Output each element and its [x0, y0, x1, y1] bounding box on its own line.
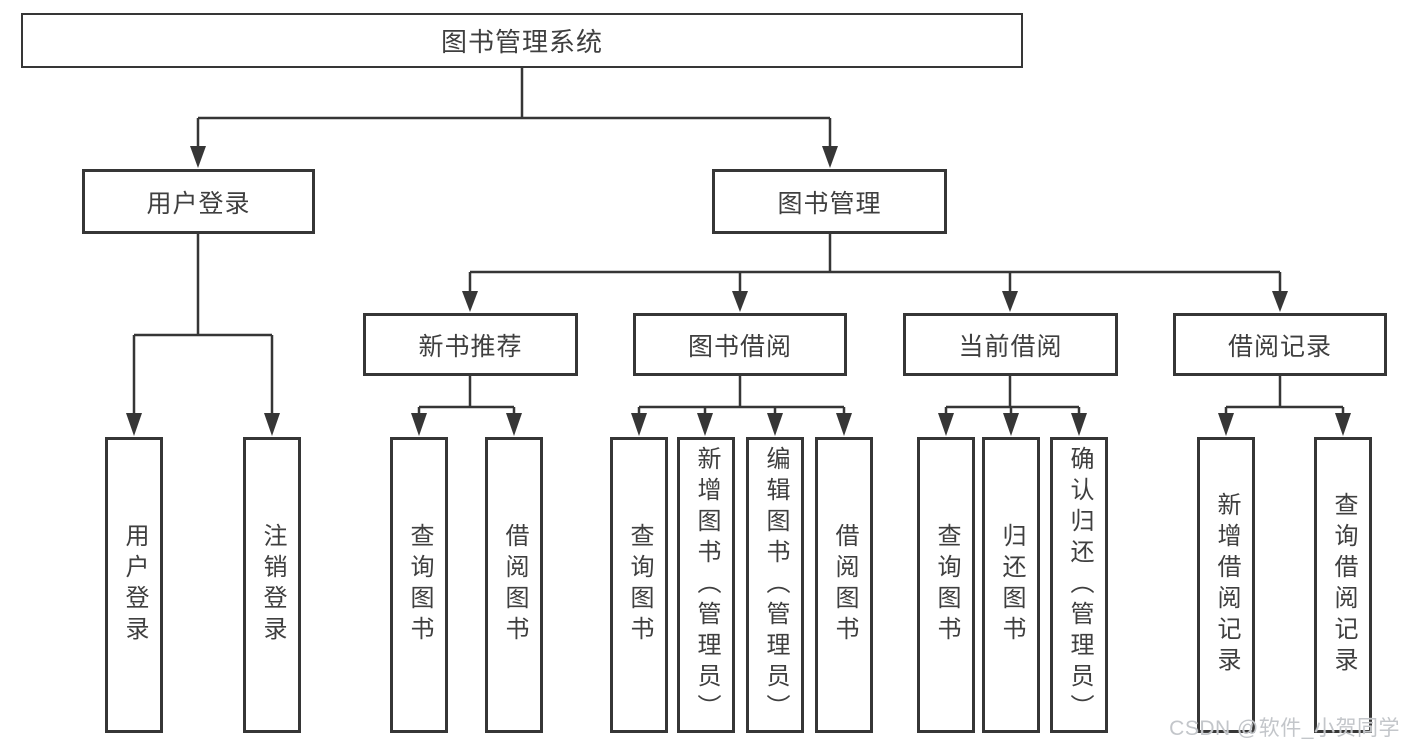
leaf-query-borrow-record: 查询借阅记录: [1314, 437, 1372, 733]
leaf-label: 新增借阅记录: [1213, 492, 1240, 678]
leaf-query-books-recommend: 查询图书: [390, 437, 448, 733]
leaf-add-books-admin: 新增图书（管理员）: [677, 437, 735, 733]
node-label: 当前借阅: [958, 332, 1063, 361]
leaf-query-books-current: 查询图书: [917, 437, 975, 733]
node-label: 图书管理: [777, 189, 882, 218]
leaf-edit-books-admin: 编辑图书（管理员）: [746, 437, 804, 733]
leaf-borrow-books: 借阅图书: [815, 437, 873, 733]
leaf-label: 新增图书（管理员）: [693, 445, 720, 725]
node-user-login: 用户登录: [82, 169, 315, 234]
node-book-management: 图书管理: [712, 169, 947, 234]
leaf-label: 查询借阅记录: [1330, 492, 1357, 678]
node-book-borrow: 图书借阅: [633, 313, 847, 376]
leaf-label: 用户登录: [121, 523, 148, 647]
node-label: 图书借阅: [687, 332, 792, 361]
node-library-management-system: 图书管理系统: [21, 13, 1023, 68]
leaf-label: 注销登录: [259, 523, 286, 647]
node-label: 新书推荐: [418, 332, 523, 361]
node-label: 借阅记录: [1227, 332, 1332, 361]
leaf-label: 借阅图书: [831, 523, 858, 647]
leaf-label: 查询图书: [626, 523, 653, 647]
node-label: 图书管理系统: [440, 27, 603, 57]
leaf-label: 查询图书: [933, 523, 960, 647]
csdn-watermark: CSDN @软件_小贺同学: [1169, 717, 1400, 740]
node-current-borrow: 当前借阅: [903, 313, 1118, 376]
node-label: 用户登录: [146, 189, 251, 218]
leaf-borrow-books-recommend: 借阅图书: [485, 437, 543, 733]
arrowheads: [126, 146, 1351, 436]
leaf-label: 归还图书: [998, 523, 1025, 647]
leaf-label: 借阅图书: [501, 523, 528, 647]
leaf-query-books-borrow: 查询图书: [610, 437, 668, 733]
leaf-logout: 注销登录: [243, 437, 301, 733]
leaf-return-books: 归还图书: [982, 437, 1040, 733]
leaf-confirm-return-admin: 确认归还（管理员）: [1050, 437, 1108, 733]
leaf-user-login: 用户登录: [105, 437, 163, 733]
node-borrow-records: 借阅记录: [1173, 313, 1387, 376]
leaf-label: 确认归还（管理员）: [1066, 445, 1093, 725]
leaf-label: 编辑图书（管理员）: [762, 445, 789, 725]
node-new-book-recommend: 新书推荐: [363, 313, 578, 376]
leaf-add-borrow-record: 新增借阅记录: [1197, 437, 1255, 733]
leaf-label: 查询图书: [406, 523, 433, 647]
